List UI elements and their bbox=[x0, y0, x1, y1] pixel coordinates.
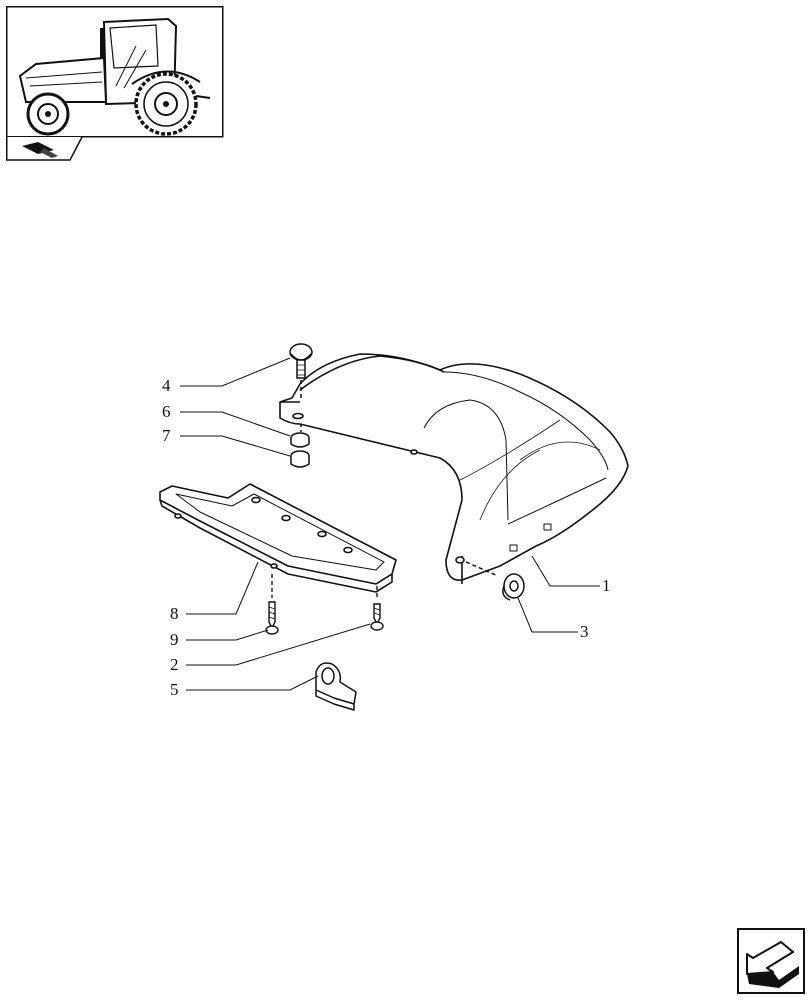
nut-part bbox=[290, 450, 310, 468]
tractor-thumbnail bbox=[6, 6, 224, 161]
callout-3: 3 bbox=[580, 622, 589, 641]
next-page-arrow-icon bbox=[737, 928, 805, 994]
callout-8: 8 bbox=[170, 604, 179, 623]
clamp-part bbox=[315, 662, 357, 711]
rubber-washer-part bbox=[465, 561, 525, 601]
callout-labels: 4 6 7 8 9 2 5 1 3 bbox=[162, 376, 611, 699]
next-page-button[interactable] bbox=[737, 928, 805, 994]
screw-part-2 bbox=[370, 586, 384, 631]
washer-part bbox=[290, 424, 310, 448]
callout-6: 6 bbox=[162, 402, 171, 421]
callout-1: 1 bbox=[602, 576, 611, 595]
bolt-part bbox=[289, 343, 313, 400]
book-arrow-icon bbox=[22, 142, 58, 158]
callout-9: 9 bbox=[170, 630, 179, 649]
callout-2: 2 bbox=[170, 655, 179, 674]
fender-part bbox=[279, 353, 629, 584]
callout-leaders bbox=[180, 357, 600, 691]
screw-part-9 bbox=[265, 574, 279, 635]
callout-7: 7 bbox=[162, 426, 171, 445]
tractor-icon bbox=[6, 6, 224, 161]
callout-5: 5 bbox=[170, 680, 179, 699]
callout-4: 4 bbox=[162, 376, 171, 395]
step-part bbox=[159, 483, 397, 593]
